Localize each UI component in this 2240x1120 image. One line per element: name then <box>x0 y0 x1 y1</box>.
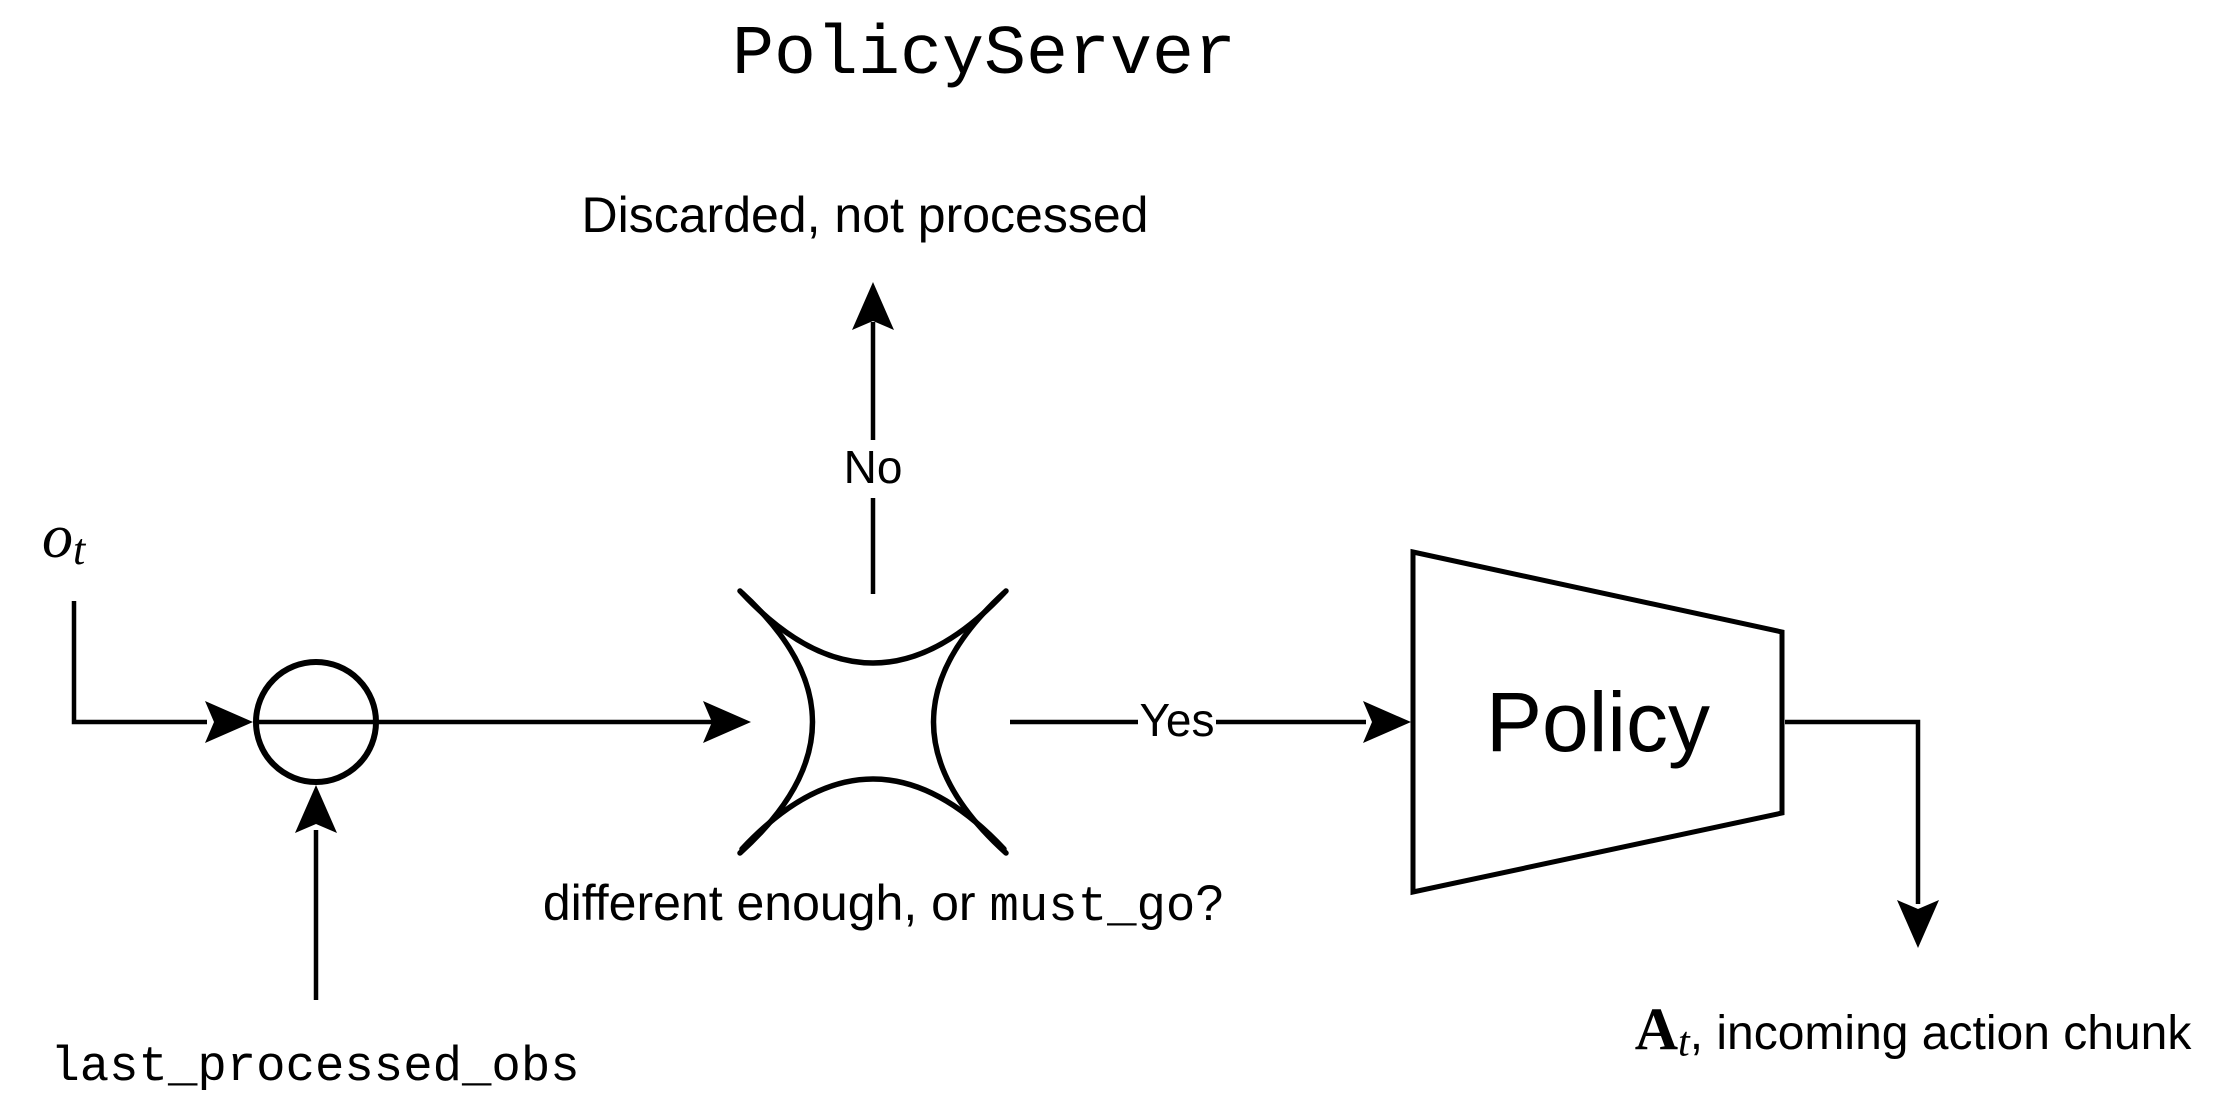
policy-label: Policy <box>1485 675 1711 769</box>
observation-input-line <box>71 601 207 725</box>
must-go-code: must_go <box>989 879 1196 935</box>
observation-math-label: ot <box>42 502 85 575</box>
observation-arrowhead-icon <box>205 701 253 743</box>
decision-star-left-arc <box>737 588 816 856</box>
last-processed-obs-label: last_processed_obs <box>50 1039 580 1095</box>
action-subscript: t <box>1678 1019 1690 1066</box>
decision-question-prefix: different enough, or <box>542 875 990 931</box>
yes-branch-arrowhead-icon <box>1363 701 1411 743</box>
no-branch-arrowhead-icon <box>852 282 894 330</box>
no-label: No <box>843 441 903 493</box>
decision-star-top-arc <box>739 590 1007 666</box>
observation-symbol: o <box>42 503 73 571</box>
action-chunk-label: At, incoming action chunk <box>1613 996 2213 1076</box>
action-symbol: A <box>1634 996 1679 1062</box>
observation-subscript: t <box>73 525 86 575</box>
decision-star-right-arc <box>930 588 1009 856</box>
policy-trapezoid <box>1410 548 1785 896</box>
policy-output-arrowhead-icon <box>1897 900 1939 948</box>
page-title: PolicyServer <box>731 16 1237 95</box>
star-input-arrowhead-icon <box>703 701 751 743</box>
last-processed-obs-arrowhead-icon <box>295 785 337 833</box>
decision-star-bottom-arc <box>739 776 1007 852</box>
decision-question-label: different enough, or must_go? <box>483 874 1283 945</box>
policy-output-line <box>1785 719 1921 904</box>
decision-star <box>737 588 1009 856</box>
discarded-label: Discarded, not processed <box>581 187 1149 243</box>
yes-label: Yes <box>1139 694 1215 746</box>
decision-question-suffix: ? <box>1195 875 1224 931</box>
action-suffix: , incoming action chunk <box>1689 1007 2192 1060</box>
